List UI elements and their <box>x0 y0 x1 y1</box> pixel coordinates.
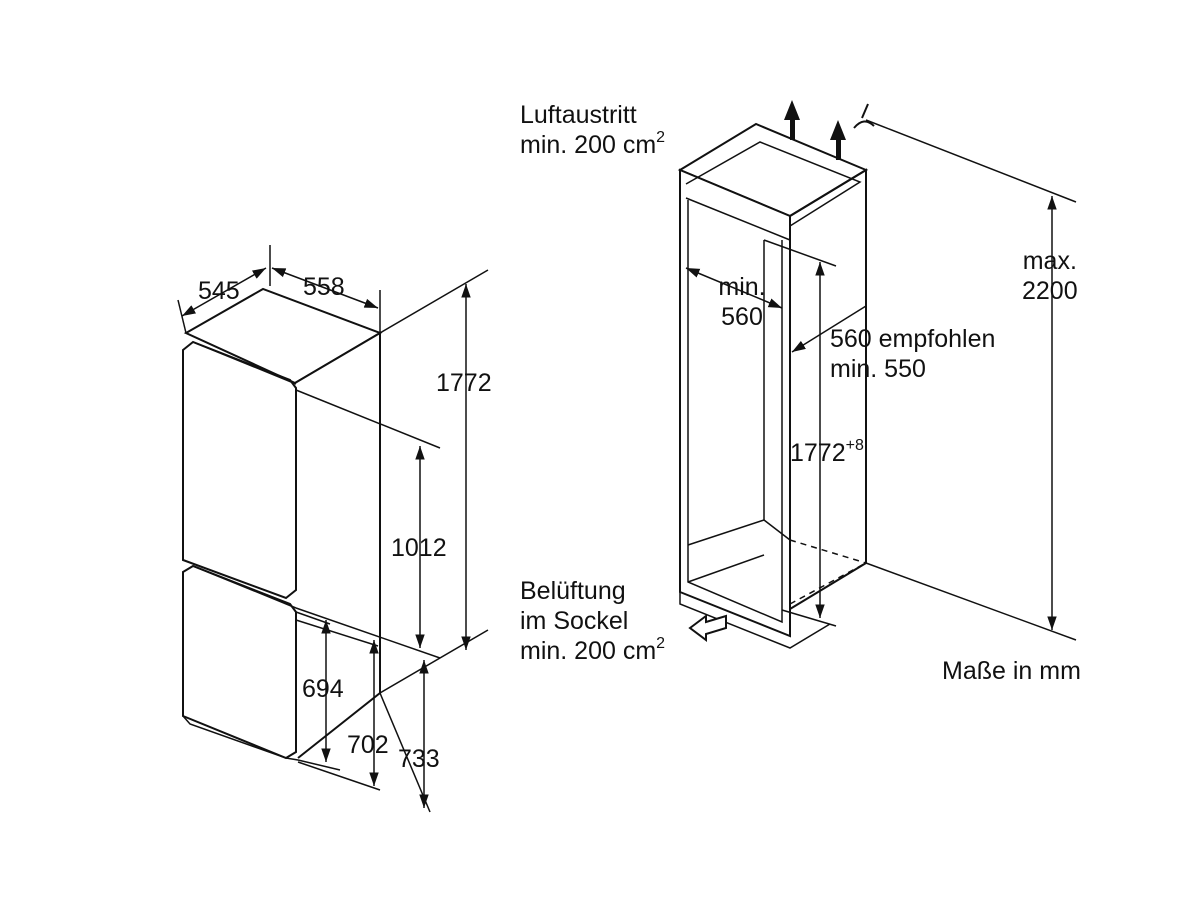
plinth-vent-line2: im Sockel <box>520 607 629 635</box>
units-note: Maße in mm <box>942 657 1081 685</box>
label-plinth-vent: Belüftung im Sockel min. 200 cm2 <box>520 576 665 666</box>
label-height: 1772 <box>436 369 492 397</box>
air-outlet-title: Luftaustritt <box>520 101 637 129</box>
label-niche-depth: 560 empfohlen min. 550 <box>830 324 995 384</box>
label-depth: 545 <box>198 277 240 305</box>
plinth-vent-arrow <box>688 614 727 642</box>
label-niche-height: 1772+8 <box>790 436 864 467</box>
niche-dimensions <box>685 119 1077 641</box>
appliance-drawing <box>182 287 383 761</box>
air-outlet-value: min. 200 cm2 <box>520 128 666 159</box>
plinth-vent-line1: Belüftung <box>520 577 626 605</box>
appliance-base <box>182 715 299 761</box>
max-height-line2: 2200 <box>1022 277 1078 305</box>
label-upper-door-height: 1012 <box>391 534 447 562</box>
label-air-outlet: Luftaustritt min. 200 cm2 <box>520 100 665 160</box>
appliance-side-face <box>294 331 381 759</box>
appliance-dimensions <box>177 245 489 813</box>
plinth-vent-line3: min. 200 cm2 <box>520 634 666 665</box>
label-lower-733: 733 <box>398 745 440 773</box>
dim-line-width <box>271 267 379 309</box>
dim-line-depth <box>181 267 267 317</box>
label-lower-694: 694 <box>302 675 344 703</box>
label-max-height: max. 2200 <box>1022 246 1078 306</box>
niche-depth-recommended: 560 empfohlen <box>830 325 996 353</box>
label-width: 558 <box>303 273 345 301</box>
air-outlet-arrows <box>784 100 846 160</box>
niche-depth-min: min. 550 <box>830 355 926 383</box>
upper-door <box>182 340 297 600</box>
min-width-line2: 560 <box>721 303 763 331</box>
dim-line-min-width <box>685 267 783 309</box>
max-height-line1: max. <box>1022 247 1077 275</box>
min-width-line1: min. <box>718 273 766 301</box>
label-lower-702: 702 <box>347 731 389 759</box>
air-outlet-symbol <box>853 103 875 129</box>
label-min-width: min. 560 <box>716 272 768 332</box>
niche-drawing <box>677 122 869 649</box>
